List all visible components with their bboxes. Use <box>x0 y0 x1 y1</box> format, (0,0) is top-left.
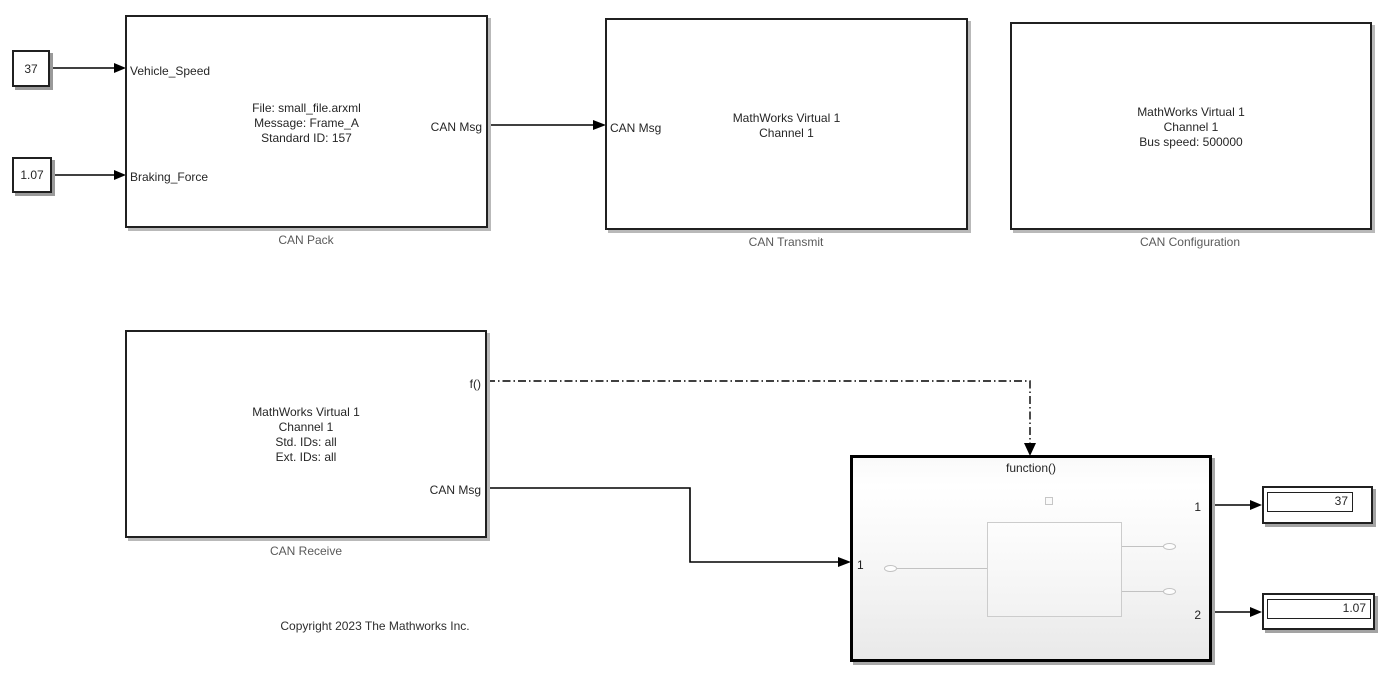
display-value-box: 1.07 <box>1267 599 1371 619</box>
port-label-vehicle-speed: Vehicle_Speed <box>130 64 211 78</box>
subsystem-title: function() <box>1005 461 1057 475</box>
can-receive-block[interactable]: f() CAN Msg MathWorks Virtual 1 Channel … <box>125 330 487 538</box>
can-transmit-description: MathWorks Virtual 1 Channel 1 <box>607 111 966 141</box>
constant-block-vehicle-speed[interactable]: 37 <box>12 50 50 87</box>
thumbnail-outport2-oval <box>1163 588 1176 595</box>
block-name-can-pack: CAN Pack <box>278 233 334 247</box>
thumbnail-wire-in <box>897 568 987 569</box>
display-block-1[interactable]: 37 <box>1262 486 1373 524</box>
can-configuration-description: MathWorks Virtual 1 Channel 1 Bus speed:… <box>1012 105 1370 150</box>
constant-value: 37 <box>24 61 38 76</box>
arrowhead-display2-in <box>1250 607 1262 617</box>
block-name-can-receive: CAN Receive <box>269 544 343 558</box>
can-receive-ext-ids: Ext. IDs: all <box>275 450 337 464</box>
can-config-bus-speed: Bus speed: 500000 <box>1139 135 1243 149</box>
can-pack-id-line: Standard ID: 157 <box>261 131 352 145</box>
block-name-can-configuration: CAN Configuration <box>1139 235 1241 249</box>
thumbnail-outport1-oval <box>1163 543 1176 550</box>
can-receive-std-ids: Std. IDs: all <box>275 435 337 449</box>
copyright-annotation: Copyright 2023 The Mathworks Inc. <box>280 619 470 633</box>
block-name-can-transmit: CAN Transmit <box>748 235 824 249</box>
subsystem-port-label-out1: 1 <box>1194 500 1201 514</box>
can-pack-message-line: Message: Frame_A <box>254 116 359 130</box>
subsystem-port-label-out2: 2 <box>1194 608 1201 622</box>
port-label-braking-force: Braking_Force <box>130 170 209 184</box>
can-config-channel-name: MathWorks Virtual 1 <box>1137 105 1245 119</box>
port-label-can-msg-out: CAN Msg <box>429 483 481 497</box>
can-configuration-block[interactable]: MathWorks Virtual 1 Channel 1 Bus speed:… <box>1010 22 1372 230</box>
arrowhead-display1-in <box>1250 500 1262 510</box>
display-block-2[interactable]: 1.07 <box>1262 593 1375 630</box>
constant-block-braking-force[interactable]: 1.07 <box>12 157 52 193</box>
can-pack-file-line: File: small_file.arxml <box>252 101 361 115</box>
thumbnail-wire-out2 <box>1122 591 1163 592</box>
port-label-can-msg-in: CAN Msg <box>610 121 662 135</box>
port-label-fcn-out: f() <box>469 377 481 391</box>
wire-canreceive-to-subsystem[interactable] <box>487 487 838 563</box>
subsystem-port-label-in1: 1 <box>857 558 864 572</box>
can-transmit-channel-name: MathWorks Virtual 1 <box>732 111 841 125</box>
can-config-channel-number: Channel 1 <box>1163 120 1219 134</box>
can-receive-description: MathWorks Virtual 1 Channel 1 Std. IDs: … <box>127 405 485 465</box>
trigger-port-icon <box>1045 497 1053 505</box>
can-pack-description: File: small_file.arxml Message: Frame_A … <box>127 101 486 146</box>
constant-value: 1.07 <box>20 168 44 182</box>
can-transmit-block[interactable]: CAN Msg MathWorks Virtual 1 Channel 1 <box>605 18 968 230</box>
can-receive-channel-name: MathWorks Virtual 1 <box>252 405 360 419</box>
wire-function-call-trigger[interactable] <box>487 380 1031 443</box>
function-call-subsystem-block[interactable]: function() 1 1 2 <box>850 455 1212 662</box>
port-label-can-msg-out: CAN Msg <box>430 120 482 134</box>
can-pack-block[interactable]: Vehicle_Speed Braking_Force CAN Msg File… <box>125 15 488 228</box>
subsystem-thumbnail-rect <box>987 522 1122 617</box>
display-value-box: 37 <box>1267 492 1353 512</box>
thumbnail-inport-oval <box>884 565 897 572</box>
can-receive-channel-number: Channel 1 <box>278 420 334 434</box>
can-transmit-channel-number: Channel 1 <box>759 126 814 140</box>
thumbnail-wire-out1 <box>1122 546 1163 547</box>
